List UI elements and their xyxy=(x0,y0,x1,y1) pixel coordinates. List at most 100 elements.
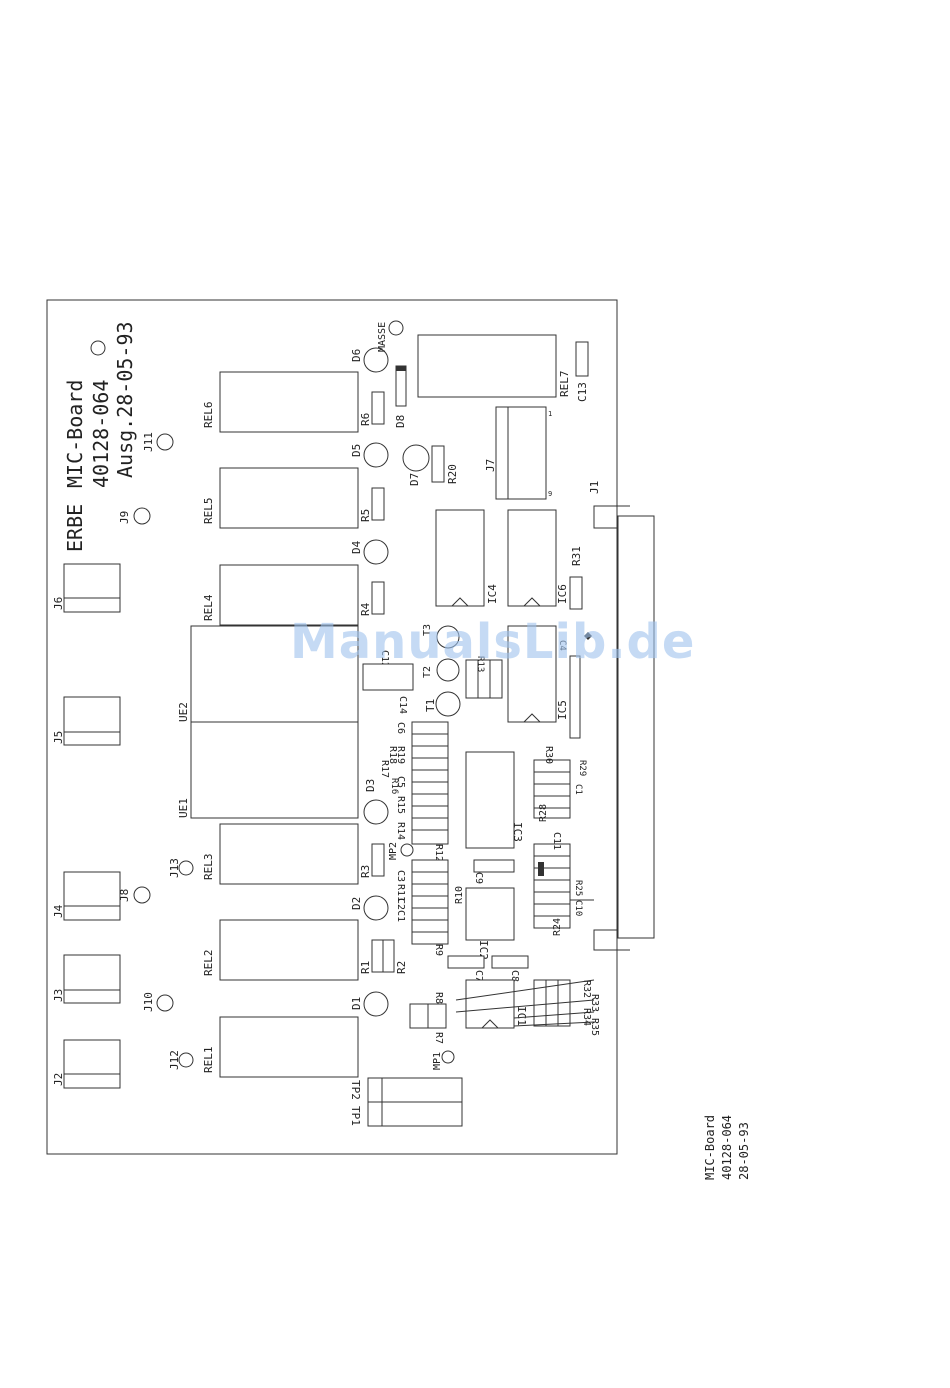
relay-rel2: REL2 xyxy=(202,919,359,981)
svg-text:D2: D2 xyxy=(350,897,363,910)
svg-text:R35: R35 xyxy=(589,1018,600,1036)
diode-d6: D6 xyxy=(350,347,389,373)
resistor-array-r28-r30: R30 R29 C1 R28 xyxy=(533,746,587,822)
resistor-r3: R3 xyxy=(359,843,385,878)
svg-text:J6: J6 xyxy=(52,597,65,610)
svg-text:R13: R13 xyxy=(475,656,485,672)
testpoint-j8: J8 xyxy=(118,886,151,904)
svg-text:REL2: REL2 xyxy=(202,950,215,977)
svg-text:J13: J13 xyxy=(168,858,181,878)
svg-text:D1: D1 xyxy=(350,997,363,1010)
svg-text:J2: J2 xyxy=(52,1073,65,1086)
board-outline xyxy=(46,299,618,1155)
svg-text:D5: D5 xyxy=(350,444,363,457)
svg-text:REL6: REL6 xyxy=(202,402,215,429)
svg-text:R29: R29 xyxy=(577,760,587,776)
svg-text:MASSE: MASSE xyxy=(377,322,388,352)
svg-text:J9: J9 xyxy=(118,511,131,524)
svg-text:C1: C1 xyxy=(573,784,583,795)
svg-text:R31: R31 xyxy=(570,546,583,566)
ic-ic1: IC1 xyxy=(465,979,528,1029)
svg-text:D6: D6 xyxy=(350,349,363,362)
svg-text:R32: R32 xyxy=(581,980,592,998)
revision-circle-icon xyxy=(90,340,106,356)
svg-text:IC3: IC3 xyxy=(511,822,524,842)
connector-j7: J7 1 9 xyxy=(484,406,552,500)
svg-text:T2: T2 xyxy=(422,666,433,678)
capacitor-c13: C13 xyxy=(575,341,589,402)
svg-text:R11: R11 xyxy=(395,884,406,902)
title-part-number: 40128-064 xyxy=(89,380,113,488)
transformer-ue1: UE1 xyxy=(177,721,359,819)
svg-text:R14: R14 xyxy=(395,822,406,840)
svg-text:R24: R24 xyxy=(552,918,563,936)
relay-rel7: REL7 xyxy=(417,334,571,398)
diode-d3: D3 xyxy=(363,779,389,825)
svg-text:R8: R8 xyxy=(433,992,444,1004)
relay-rel4: REL4 xyxy=(202,564,359,626)
svg-text:1: 1 xyxy=(548,410,552,418)
diode-d5: D5 xyxy=(350,442,389,468)
svg-text:TP2: TP2 xyxy=(349,1080,362,1100)
diode-d4: D4 xyxy=(350,539,389,565)
svg-text:C12: C12 xyxy=(379,650,390,668)
testpoint-tp1-tp2: TP2 TP1 xyxy=(349,1077,463,1127)
resistor-array-r32-r35: R32 R33 R34 R35 xyxy=(455,899,600,1036)
transistor-t1: T1 xyxy=(424,691,461,717)
svg-text:UE1: UE1 xyxy=(177,798,190,818)
svg-text:T1: T1 xyxy=(424,699,437,712)
svg-text:IC1: IC1 xyxy=(515,1006,528,1026)
resistor-array-r24-r25: C11 R25 C10 R24 xyxy=(533,832,583,936)
relay-rel3: REL3 xyxy=(202,823,359,885)
capacitor-c14: C14 xyxy=(362,663,414,714)
capacitor-c12: C12 xyxy=(379,650,390,668)
capacitor-c8: C8 xyxy=(491,955,529,982)
svg-text:MP2: MP2 xyxy=(388,842,399,860)
svg-text:R6: R6 xyxy=(359,413,372,426)
svg-text:C5: C5 xyxy=(395,776,406,788)
svg-text:R5: R5 xyxy=(359,509,372,522)
resistor-ladder-lower: C3 R11 C2 C1 R9 xyxy=(395,859,449,956)
connector-j5: J5 xyxy=(52,696,121,746)
footer-date: 28-05-93 xyxy=(737,1122,751,1180)
svg-text:J3: J3 xyxy=(52,989,65,1002)
svg-text:REL1: REL1 xyxy=(202,1047,215,1074)
svg-text:D4: D4 xyxy=(350,540,363,554)
svg-text:J5: J5 xyxy=(52,731,65,744)
diode-d8: D8 xyxy=(394,365,407,428)
svg-text:D3: D3 xyxy=(364,779,377,792)
svg-text:R19: R19 xyxy=(395,746,406,764)
ic-ic3: IC3 xyxy=(465,751,524,849)
resistor-ladder-upper: C6 R19 R18 R17 C5 R16 R15 R14 xyxy=(379,721,449,845)
svg-text:R7: R7 xyxy=(433,1032,444,1044)
connector-j3: J3 xyxy=(52,954,121,1004)
svg-text:C2: C2 xyxy=(395,898,406,910)
svg-text:R16: R16 xyxy=(389,778,399,794)
svg-text:D8: D8 xyxy=(394,415,407,428)
svg-text:R18: R18 xyxy=(387,746,398,764)
svg-text:R1: R1 xyxy=(359,961,372,974)
svg-text:TP1: TP1 xyxy=(349,1106,362,1126)
ic-ic6: IC6 xyxy=(507,509,569,607)
svg-text:D7: D7 xyxy=(408,473,421,486)
svg-text:R33: R33 xyxy=(589,994,600,1012)
svg-text:T3: T3 xyxy=(422,624,433,636)
footer-part-number: 40128-064 xyxy=(720,1115,734,1180)
resistor-r5: R5 xyxy=(359,487,385,522)
connector-j1: J1 xyxy=(588,481,655,951)
svg-text:J10: J10 xyxy=(142,992,155,1012)
svg-text:J12: J12 xyxy=(168,1050,181,1070)
capacitor-c9: C9 xyxy=(473,859,515,884)
svg-text:R28: R28 xyxy=(538,804,549,822)
resistor-array-r13: R13 xyxy=(465,656,503,699)
connector-j4: J4 xyxy=(52,871,121,921)
resistor-r31: R31 xyxy=(569,546,583,610)
pin1-marker-icon xyxy=(584,632,592,640)
relay-rel1: REL1 xyxy=(202,1016,359,1078)
capacitor-c7: C7 xyxy=(447,955,485,982)
testpoint-j11: J11 xyxy=(142,432,174,452)
resistor-r1-r2: R1 R2 xyxy=(359,939,408,974)
ic-ic2: IC2 R10 xyxy=(454,886,515,960)
svg-text:R3: R3 xyxy=(359,865,372,878)
svg-text:R9: R9 xyxy=(433,944,444,956)
